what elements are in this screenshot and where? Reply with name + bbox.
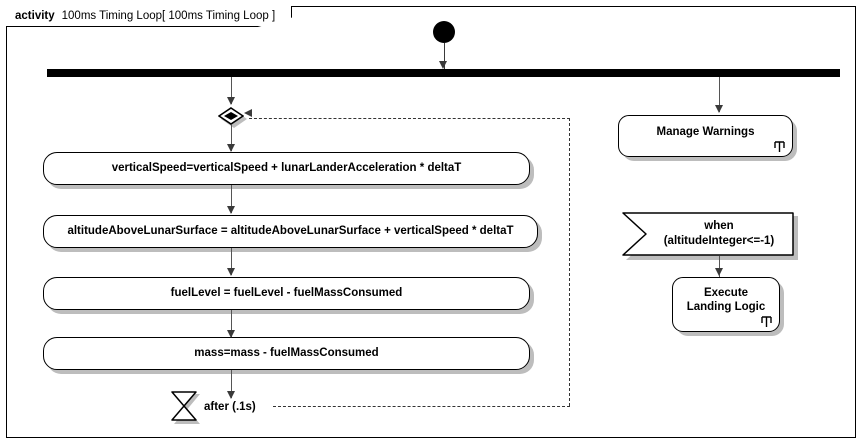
rake-icon [761,316,772,328]
execute-landing-logic-line-1: Execute [703,287,749,299]
loopback-horizontal-bottom [273,406,570,407]
time-event-label: after (.1s) [204,401,256,413]
arrowhead-loopback-to-junction [244,108,252,117]
frame-name: 100ms Timing Loop[ 100ms Timing Loop ] [61,10,276,22]
edge-initial-to-fork [443,43,445,69]
action-altitude-above-lunar-surface[interactable]: altitudeAboveLunarSurface = altitudeAbov… [43,215,538,248]
arrowhead-action-1-to-action-2 [226,206,235,214]
edge-action-4-to-time-event [231,370,232,398]
arrowhead-accept-event-to-execute [714,268,723,276]
execute-landing-logic-line-2: Landing Logic [686,301,766,314]
action-manage-warnings[interactable]: Manage Warnings [618,115,793,157]
edge-action-2-to-action-3 [231,248,232,275]
action-4-label: mass=mass - fuelMassConsumed [194,347,379,360]
edge-action-3-to-action-4 [231,310,232,337]
arrowhead-action-4-to-time-event [226,391,235,399]
arrowhead-fork-to-junction [226,97,235,105]
arrowhead-action-2-to-action-3 [226,268,235,276]
initial-node[interactable] [433,21,455,43]
edge-action-1-to-action-2 [231,185,232,213]
activity-frame-tab: activity 100ms Timing Loop[ 100ms Timing… [6,6,293,27]
action-2-label: altitudeAboveLunarSurface = altitudeAbov… [67,225,514,238]
manage-warnings-label: Manage Warnings [656,126,755,138]
edge-junction-to-action-1 [231,125,232,151]
action-1-label: verticalSpeed=verticalSpeed + lunarLande… [111,162,462,175]
loopback-horizontal-top [249,118,570,119]
merge-junction-node[interactable] [217,107,245,125]
edge-accept-event-to-execute-landing-logic [719,256,720,277]
edge-fork-to-manage-warnings [719,77,720,112]
action-3-label: fuelLevel = fuelLevel - fuelMassConsumed [170,287,403,300]
arrowhead-initial-to-fork [439,61,447,69]
loopback-vertical-right [569,118,570,406]
hourglass-icon[interactable] [171,391,197,421]
rake-icon [774,141,785,153]
action-execute-landing-logic[interactable]: Execute Landing Logic [672,277,780,332]
arrowhead-action-3-to-action-4 [226,330,235,338]
accept-event-when[interactable]: when (altitudeInteger<=-1) [622,212,794,256]
arrowhead-junction-to-action-1 [226,144,235,152]
frame-keyword: activity [15,10,55,22]
arrowhead-fork-to-manage-warnings [714,105,723,113]
action-vertical-speed[interactable]: verticalSpeed=verticalSpeed + lunarLande… [43,152,530,185]
action-fuel-level[interactable]: fuelLevel = fuelLevel - fuelMassConsumed [43,277,530,310]
action-mass[interactable]: mass=mass - fuelMassConsumed [43,337,530,370]
edge-fork-to-junction [231,77,232,104]
fork-node[interactable] [47,69,840,77]
